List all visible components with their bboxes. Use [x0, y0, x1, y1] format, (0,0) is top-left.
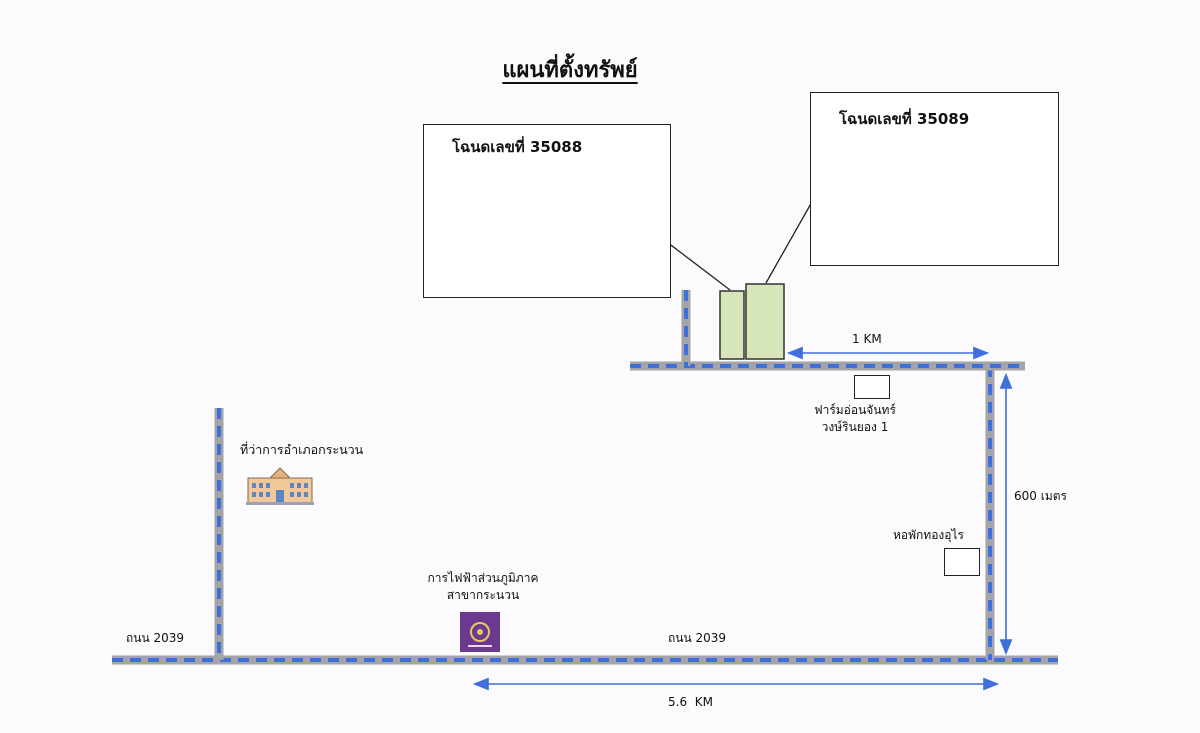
map-title: แผนที่ตั้งทรัพย์ — [502, 58, 638, 83]
road-label-center: ถนน 2039 — [668, 631, 727, 645]
distance-label-right: 600 เมตร — [1014, 489, 1067, 503]
government-building-icon — [246, 467, 314, 505]
pea-label-line1: การไฟฟ้าส่วนภูมิภาค — [427, 571, 539, 585]
pea-label: การไฟฟ้าส่วนภูมิภาค สาขากระนวน — [418, 570, 548, 604]
pea-logo-icon — [460, 612, 500, 652]
distance-label-top: 1 KM — [852, 332, 882, 346]
deed-label-35088: โฉนดเลขที่ 35088 — [452, 138, 583, 156]
farm-marker — [854, 375, 890, 399]
parcel-35089 — [745, 283, 785, 360]
farm-label-line2: วงษ์รินยอง 1 — [821, 420, 889, 434]
distance-label-bottom: 5.6 KM — [668, 695, 713, 709]
dorm-marker — [944, 548, 980, 576]
deed-box-35089: โฉนดเลขที่ 35089 — [810, 92, 1059, 266]
farm-label-line1: ฟาร์มอ่อนจันทร์ — [814, 403, 896, 417]
parcel-35088 — [719, 290, 745, 360]
road-label-left: ถนน 2039 — [126, 631, 185, 645]
deed-label-35089: โฉนดเลขที่ 35089 — [839, 110, 970, 128]
deed-box-35088: โฉนดเลขที่ 35088 — [423, 124, 671, 298]
dorm-label: หอพักทองอุไร — [893, 528, 964, 542]
farm-label: ฟาร์มอ่อนจันทร์ วงษ์รินยอง 1 — [795, 402, 915, 436]
pea-label-line2: สาขากระนวน — [446, 588, 520, 602]
district-office-label: ที่ว่าการอำเภอกระนวน — [240, 442, 364, 457]
